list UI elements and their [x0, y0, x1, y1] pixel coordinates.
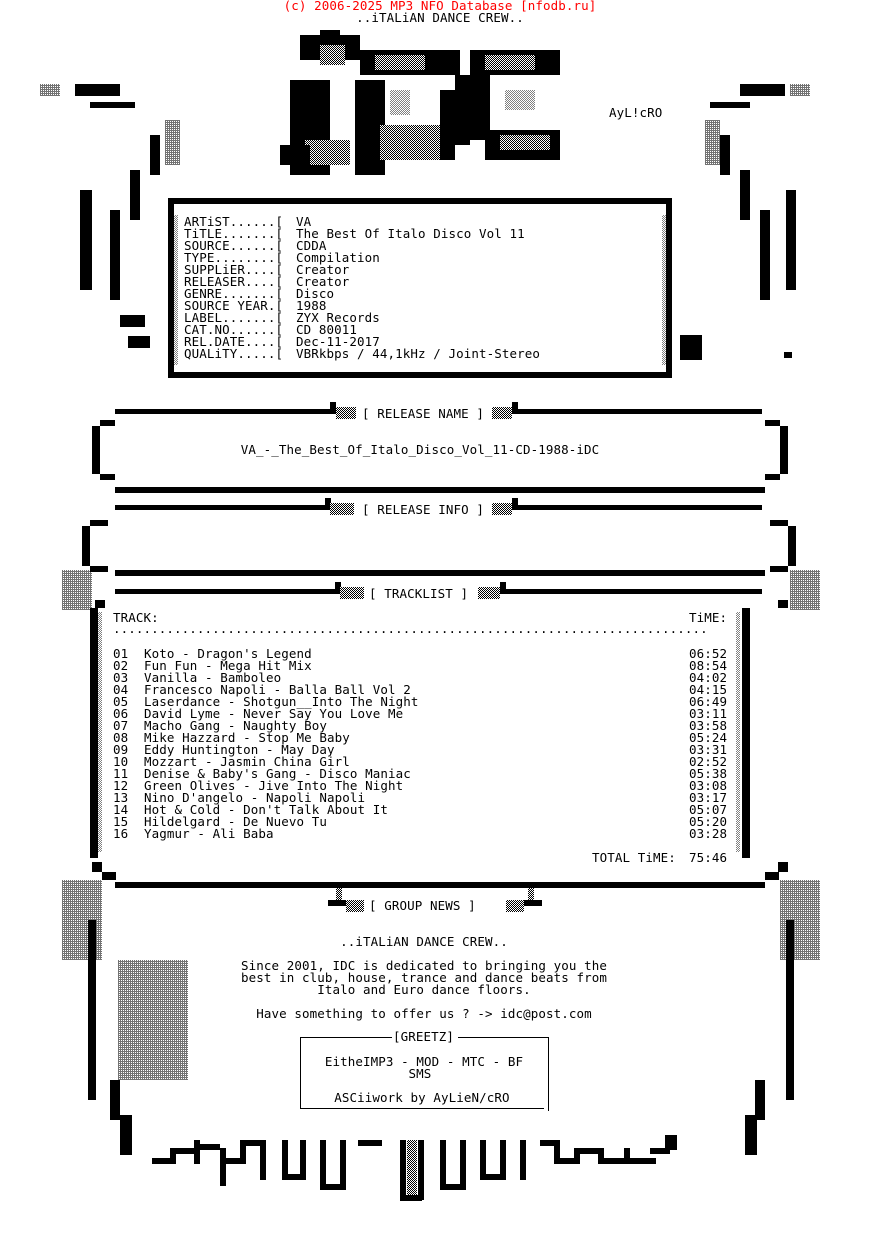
track-time: 03:58	[689, 718, 728, 733]
track-title: Green Olives - Jive Into The Night	[144, 778, 404, 793]
field-value-source-year: 1988	[296, 298, 327, 313]
track-time: 05:24	[689, 730, 728, 745]
track-title: Macho Gang - Naughty Boy	[144, 718, 328, 733]
field-value-quality: VBRkbps / 44,1kHz / Joint-Stereo	[296, 346, 541, 361]
track-title: Fun Fun - Mega Hit Mix	[144, 658, 312, 673]
ascii-artist-tag: AyL!cRO	[609, 105, 663, 120]
field-label-label: LABEL.......[	[184, 310, 284, 325]
tracklist-heading: [ TRACKLIST ]	[369, 586, 469, 601]
track-number: 01	[113, 646, 129, 661]
track-title: Mozzart - Jasmin China Girl	[144, 754, 350, 769]
track-title: Nino D'angelo - Napoli Napoli	[144, 790, 366, 805]
copyright-notice: (c) 2006-2025 MP3 NFO Database [nfodb.ru…	[283, 0, 597, 13]
track-number: 14	[113, 802, 129, 817]
track-time: 03:17	[689, 790, 728, 805]
track-time: 04:15	[689, 682, 728, 697]
track-number: 06	[113, 706, 129, 721]
field-label-genre: GENRE.......[	[184, 286, 284, 301]
track-number: 11	[113, 766, 129, 781]
idc-logo	[280, 30, 560, 175]
field-value-artist: VA	[296, 214, 312, 229]
crew-tagline: ..iTALiAN DANCE CREW..	[356, 10, 524, 25]
group-news-line-3: Italo and Euro dance floors.	[317, 982, 531, 997]
field-value-label: ZYX Records	[296, 310, 380, 325]
field-value-title: The Best Of Italo Disco Vol 11	[296, 226, 525, 241]
tracklist-col-track: TRACK:	[113, 610, 159, 625]
field-value-type: Compilation	[296, 250, 380, 265]
track-title: Yagmur - Ali Baba	[144, 826, 274, 841]
group-news-heading: [ GROUP NEWS ]	[369, 898, 476, 913]
track-number: 02	[113, 658, 129, 673]
track-time: 05:07	[689, 802, 728, 817]
release-info-heading: [ RELEASE INFO ]	[362, 502, 485, 517]
track-time: 02:52	[689, 754, 728, 769]
track-title: Laserdance - Shotgun__Into The Night	[144, 694, 419, 709]
field-value-source: CDDA	[296, 238, 327, 253]
total-time-value: 75:46	[689, 850, 728, 865]
track-title: Denise & Baby's Gang - Disco Maniac	[144, 766, 411, 781]
field-value-supplier: Creator	[296, 262, 350, 277]
track-number: 13	[113, 790, 129, 805]
field-label-title: TiTLE.......[	[184, 226, 284, 241]
field-value-rel-date: Dec-11-2017	[296, 334, 380, 349]
group-news-line-2: best in club, house, trance and dance be…	[240, 970, 608, 985]
track-time: 04:02	[689, 670, 728, 685]
track-number: 09	[113, 742, 129, 757]
release-name-heading: [ RELEASE NAME ]	[362, 406, 485, 421]
track-time: 05:20	[689, 814, 728, 829]
track-title: Mike Hazzard - Stop Me Baby	[144, 730, 350, 745]
track-number: 05	[113, 694, 129, 709]
track-number: 15	[113, 814, 129, 829]
field-label-artist: ARTiST......[	[184, 214, 284, 229]
track-number: 03	[113, 670, 129, 685]
track-number: 12	[113, 778, 129, 793]
field-value-cat-no: CD 80011	[296, 322, 358, 337]
track-time: 08:54	[689, 658, 728, 673]
track-title: Eddy Huntington - May Day	[144, 742, 335, 757]
field-label-rel-date: REL.DATE....[	[184, 334, 284, 349]
field-label-quality: QUALiTY.....[	[184, 346, 284, 361]
greetz-line-2: SMS	[408, 1066, 432, 1081]
track-time: 03:08	[689, 778, 728, 793]
track-time: 03:11	[689, 706, 728, 721]
group-news-contact: Have something to offer us ? -> idc@post…	[256, 1006, 592, 1021]
track-number: 04	[113, 682, 129, 697]
track-number: 08	[113, 730, 129, 745]
field-value-genre: Disco	[296, 286, 335, 301]
track-time: 05:38	[689, 766, 728, 781]
release-name-value: VA_-_The_Best_Of_Italo_Disco_Vol_11-CD-1…	[240, 442, 600, 457]
track-time: 06:52	[689, 646, 728, 661]
tracklist-col-time: TiME:	[689, 610, 728, 625]
track-time: 03:31	[689, 742, 728, 757]
field-label-type: TYPE........[	[184, 250, 284, 265]
ascii-credit: ASCiiwork by AyLieN/cRO	[334, 1090, 510, 1105]
field-label-source-year: SOURCE YEAR.[	[184, 298, 284, 313]
track-time: 03:28	[689, 826, 728, 841]
track-title: Vanilla - Bamboleo	[144, 670, 282, 685]
track-title: Francesco Napoli - Balla Ball Vol 2	[144, 682, 411, 697]
group-news-line-1: Since 2001, IDC is dedicated to bringing…	[240, 958, 608, 973]
track-title: David Lyme - Never Say You Love Me	[144, 706, 404, 721]
group-news-crew: ..iTALiAN DANCE CREW..	[340, 934, 508, 949]
track-number: 07	[113, 718, 129, 733]
field-label-releaser: RELEASER....[	[184, 274, 284, 289]
greetz-line-1: EitheIMP3 - MOD - MTC - BF	[324, 1054, 524, 1069]
total-time-label: TOTAL TiME:	[592, 850, 676, 865]
field-label-supplier: SUPPLiER....[	[184, 262, 284, 277]
track-number: 10	[113, 754, 129, 769]
greetz-heading: [GREETZ]	[393, 1029, 455, 1044]
track-title: Hildelgard - De Nuevo Tu	[144, 814, 328, 829]
track-title: Hot & Cold - Don't Talk About It	[144, 802, 389, 817]
tracklist-divider: ........................................…	[113, 623, 708, 635]
field-value-releaser: Creator	[296, 274, 350, 289]
track-title: Koto - Dragon's Legend	[144, 646, 312, 661]
field-label-source: SOURCE......[	[184, 238, 284, 253]
track-time: 06:49	[689, 694, 728, 709]
track-number: 16	[113, 826, 129, 841]
field-label-cat-no: CAT.NO......[	[184, 322, 284, 337]
